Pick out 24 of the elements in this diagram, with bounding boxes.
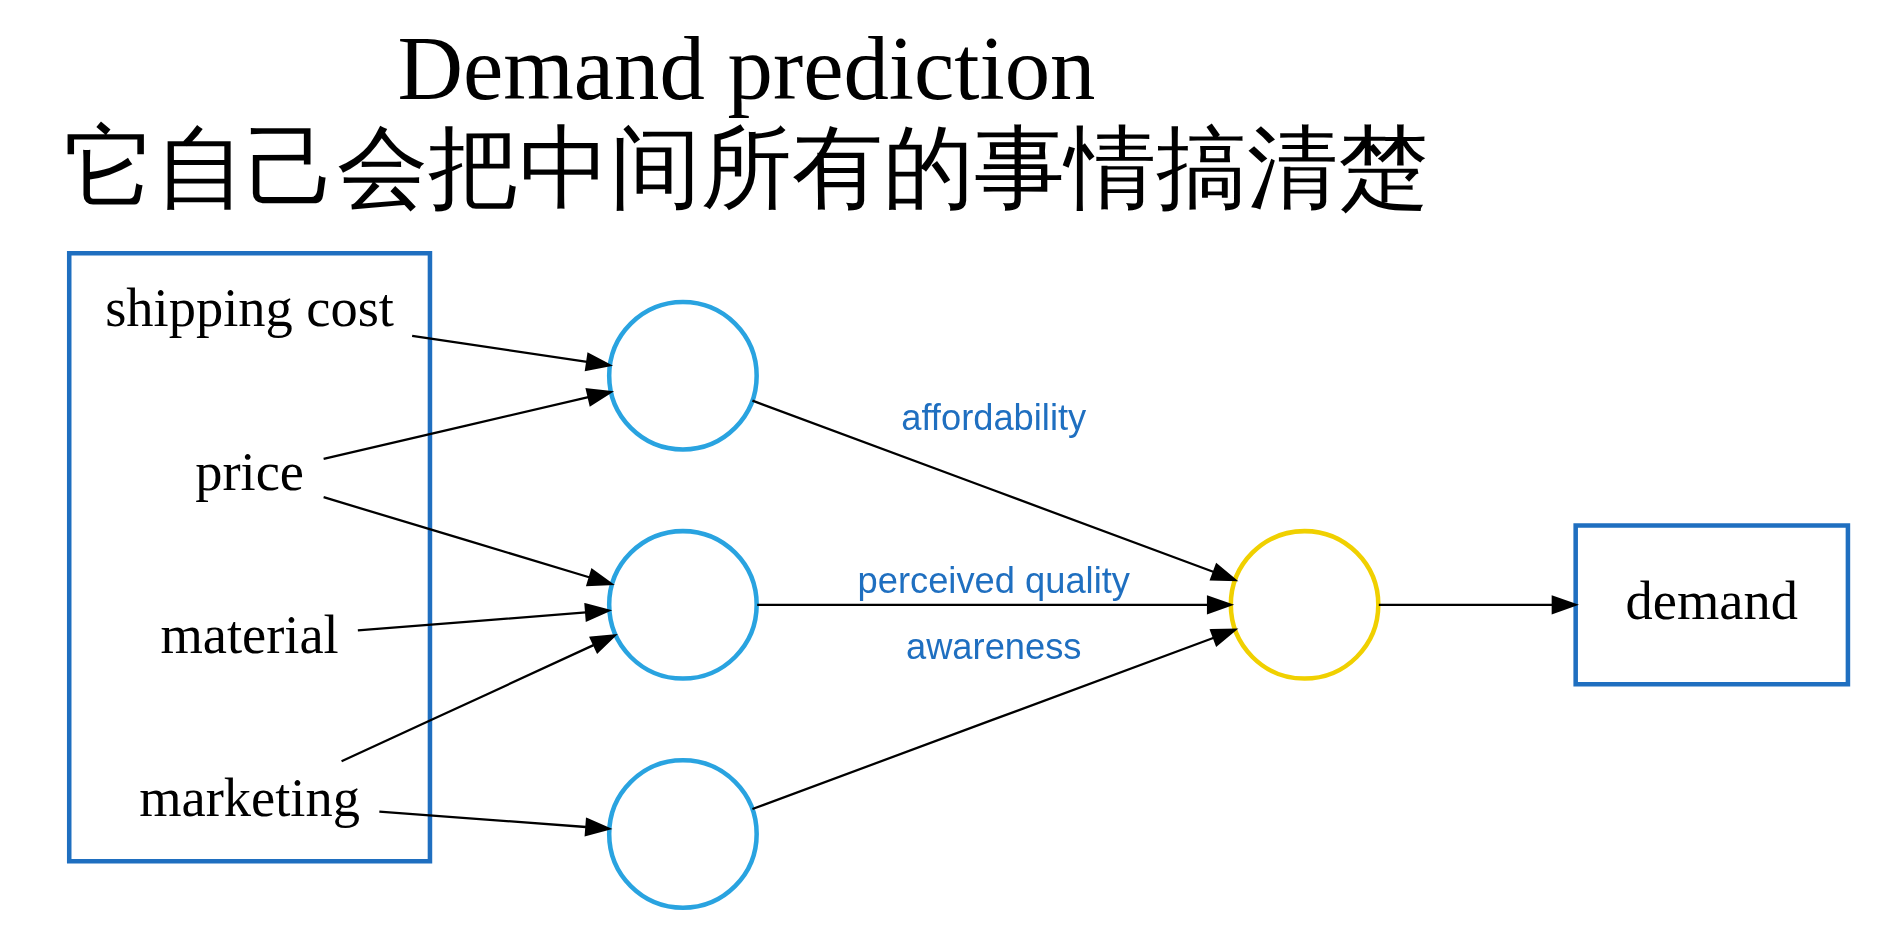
node-circle [606,528,759,681]
arrow [756,595,1234,615]
arrow [751,628,1238,811]
node-text: material [159,603,339,665]
diagram-title: Demand prediction [396,17,1095,119]
edge-label: awareness [905,625,1082,667]
cluster [66,250,432,864]
arrow [378,810,612,837]
node-box: demand [1572,523,1850,687]
arrow [322,496,615,587]
arrow [1378,595,1579,615]
edge-label: perceived quality [857,560,1130,602]
node-text: marketing [138,767,360,829]
node-circle [1228,528,1381,681]
node-circle [606,758,759,910]
edge-label: affordability [900,396,1086,438]
node-circle [606,299,759,452]
node-text: price [194,440,304,502]
node-text: shipping cost [104,277,394,339]
arrow [357,602,612,632]
arrow [751,399,1238,582]
caption: 它自己会把中间所有的事情搞清楚 [63,117,1429,219]
arrow [322,388,614,460]
arrow [340,633,618,763]
